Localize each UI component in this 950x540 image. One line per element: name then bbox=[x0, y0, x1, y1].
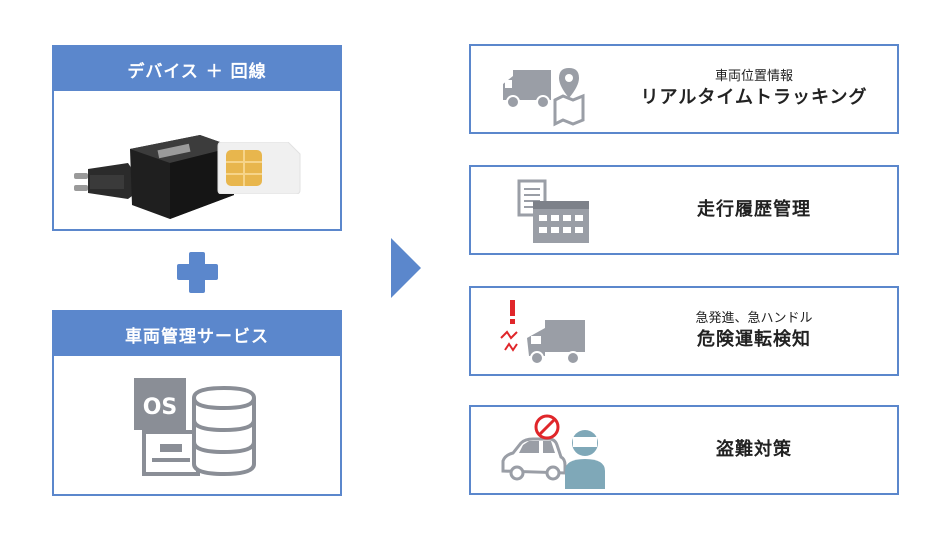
device-box: デバイス ＋ 回線 bbox=[52, 45, 342, 231]
feature-subtitle: 車両位置情報 bbox=[714, 69, 793, 84]
plus-icon-bar bbox=[177, 264, 218, 280]
document-calendar-icon bbox=[517, 179, 589, 243]
feature-box-danger: 急発進、急ハンドル 危険運転検知 bbox=[469, 286, 899, 376]
feature-box-history: 走行履歴管理 bbox=[469, 165, 899, 255]
service-box: 車両管理サービス OS bbox=[52, 310, 342, 496]
feature-text: 急発進、急ハンドル 危険運転検知 bbox=[621, 288, 887, 374]
feature-text: 車両位置情報 リアルタイムトラッキング bbox=[621, 46, 887, 132]
service-box-title: 車両管理サービス bbox=[54, 312, 340, 356]
feature-subtitle: 急発進、急ハンドル bbox=[695, 311, 813, 326]
feature-text: 走行履歴管理 bbox=[621, 167, 887, 253]
truck-map-icon bbox=[503, 68, 585, 127]
feature-title: 盗難対策 bbox=[716, 439, 792, 460]
feature-text: 盗難対策 bbox=[621, 407, 887, 493]
car-thief-icon bbox=[501, 414, 605, 489]
truck-alert-icon bbox=[500, 300, 585, 365]
sim-card-icon bbox=[217, 142, 301, 194]
feature-title: 危険運転検知 bbox=[697, 329, 811, 350]
device-box-title: デバイス ＋ 回線 bbox=[54, 47, 340, 91]
feature-title: リアルタイムトラッキング bbox=[640, 87, 868, 108]
feature-box-theft: 盗難対策 bbox=[469, 405, 899, 495]
os-database-icon: OS bbox=[134, 378, 256, 477]
arrow-right-icon bbox=[391, 238, 421, 298]
feature-box-tracking: 車両位置情報 リアルタイムトラッキング bbox=[469, 44, 899, 134]
svg-text:OS: OS bbox=[143, 395, 178, 420]
feature-title: 走行履歴管理 bbox=[697, 199, 811, 220]
